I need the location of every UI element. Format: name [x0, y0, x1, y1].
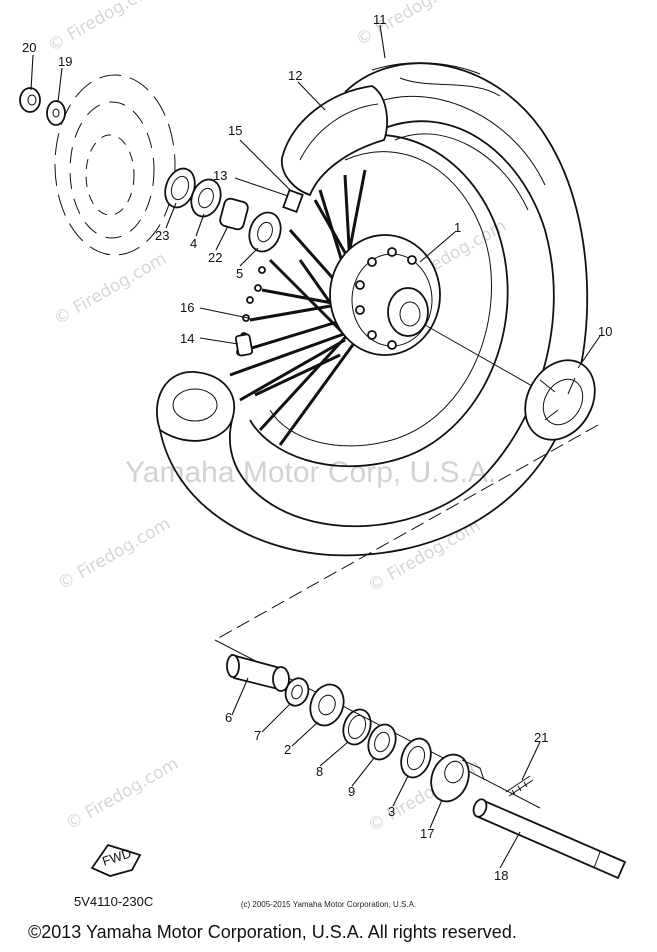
watermarks: © Firedog.com © Firedog.com © Firedog.co… — [45, 0, 510, 836]
part-4-bearing — [190, 178, 222, 218]
part-18-axle — [472, 798, 627, 880]
callout-22: 22 — [208, 250, 222, 265]
callout-18: 18 — [494, 868, 508, 883]
tire — [156, 62, 589, 557]
part-13-valve — [282, 188, 304, 214]
callout-4: 4 — [190, 236, 197, 251]
watermark-site: © Firedog.com — [45, 0, 164, 56]
part-3-oil-seal — [400, 737, 432, 779]
callout-12: 12 — [288, 68, 302, 83]
callout-19: 19 — [58, 54, 72, 69]
leader-lines — [30, 24, 601, 869]
small-copyright-notice: (c) 2005-2015 Yamaha Motor Corporation, … — [240, 900, 417, 909]
part-19-washer — [46, 100, 66, 126]
callouts: 20 19 11 12 15 13 1 10 23 4 22 5 16 14 6… — [22, 12, 612, 883]
callout-14: 14 — [180, 331, 194, 346]
part-14-nipple — [234, 333, 254, 357]
callout-20: 20 — [22, 40, 36, 55]
inner-tube — [281, 85, 389, 197]
callout-3: 3 — [388, 804, 395, 819]
callout-11: 11 — [373, 12, 387, 27]
callout-5: 5 — [236, 266, 243, 281]
callout-1: 1 — [454, 220, 461, 235]
fwd-arrow: FWD — [90, 843, 142, 877]
watermark-site: © Firedog.com — [353, 0, 472, 50]
diagram-code: 5V4110-230C — [74, 894, 153, 909]
part-2-bearing — [309, 683, 345, 727]
part-22-spacer — [219, 197, 249, 231]
watermark-site: © Firedog.com — [51, 249, 170, 330]
part-9-washer — [367, 723, 397, 761]
hub — [329, 234, 441, 356]
callout-16: 16 — [180, 300, 194, 315]
part-21-screw — [505, 775, 534, 797]
callout-10: 10 — [598, 324, 612, 339]
callout-8: 8 — [316, 764, 323, 779]
part-6-collar — [226, 653, 290, 692]
callout-13: 13 — [213, 168, 227, 183]
part-20-nut — [19, 87, 41, 113]
rim — [249, 134, 509, 468]
brake-disc-outline — [54, 74, 176, 256]
callout-17: 17 — [420, 826, 434, 841]
callout-21: 21 — [534, 730, 548, 745]
callout-23: 23 — [155, 228, 169, 243]
part-17-meter-gear — [430, 753, 485, 803]
part-7-spacer — [284, 677, 310, 707]
callout-9: 9 — [348, 784, 355, 799]
part-10-cover — [524, 359, 596, 441]
callout-6: 6 — [225, 710, 232, 725]
callout-7: 7 — [254, 728, 261, 743]
callout-15: 15 — [228, 123, 242, 138]
callout-2: 2 — [284, 742, 291, 757]
part-8-clip — [342, 708, 372, 746]
watermark-site: © Firedog.com — [55, 514, 174, 595]
watermark-site: © Firedog.com — [63, 754, 182, 835]
part-5-bearing — [248, 211, 282, 253]
main-copyright-notice: ©2013 Yamaha Motor Corporation, U.S.A. A… — [28, 922, 517, 942]
